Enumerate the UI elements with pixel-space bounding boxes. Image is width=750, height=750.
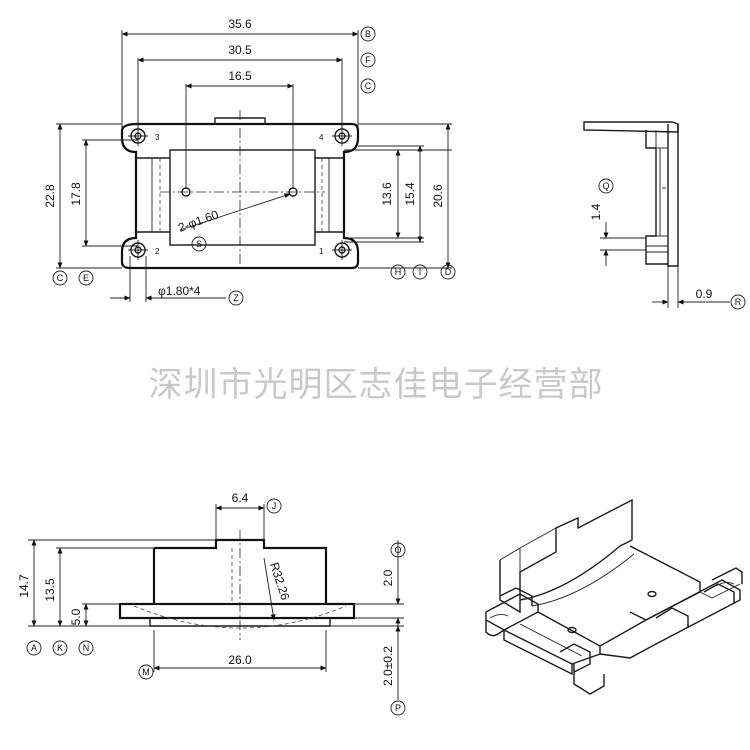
dim-width-outer: 35.6 — [228, 17, 252, 31]
side-view-flange — [583, 121, 679, 133]
bubble-i — [412, 264, 428, 280]
dim-pitch: 1.4 — [589, 203, 603, 220]
pin-number: 3 — [155, 133, 160, 142]
bubble-a — [26, 640, 42, 656]
svg-text:S: S — [196, 239, 202, 249]
iso-front-rail — [503, 628, 573, 676]
dim-width-mid: 30.5 — [228, 43, 252, 57]
side-view-wall — [667, 124, 679, 267]
pin-number: 2 — [155, 247, 160, 256]
bubble-c-top — [360, 78, 376, 94]
bubble-j — [266, 498, 282, 514]
svg-text:I: I — [419, 267, 422, 277]
svg-text:Z: Z — [233, 293, 239, 303]
dim-tab: 6.4 — [232, 491, 249, 505]
front-view-base — [118, 602, 356, 620]
iso-corner-tab — [573, 664, 605, 695]
dim-height-outer: 22.8 — [43, 184, 57, 208]
dim-total-height: 14.7 — [17, 574, 31, 598]
dim-radius: R32.26 — [267, 561, 292, 602]
pin-hole — [332, 240, 352, 260]
dim-base-height: 5.0 — [69, 608, 83, 625]
pin-hole — [332, 126, 352, 146]
dim-height-inner: 17.8 — [69, 182, 83, 206]
dim-right-bottom: 2.0±0.2 — [381, 646, 395, 686]
bubble-o — [390, 542, 406, 558]
bubble-b — [360, 26, 376, 42]
iso-right-rail — [629, 545, 701, 621]
bubble-c-left — [52, 270, 68, 286]
svg-text:Q: Q — [602, 181, 609, 191]
watermark-text: 深圳市光明区志佳电子经营部 — [149, 365, 604, 405]
svg-text:M: M — [142, 667, 150, 677]
bubble-e — [78, 270, 94, 286]
svg-text:H: H — [395, 267, 402, 277]
iso-hole — [567, 626, 577, 634]
hole-callout: 2-φ1.60 — [176, 207, 220, 235]
dim-right-outer: 20.6 — [431, 184, 445, 208]
iso-curved-floor — [519, 545, 621, 601]
iso-hole — [647, 590, 657, 598]
top-view-dimensions: 35.6 30.5 16.5 22.8 17.8 13.6 15.4 20.6 … — [43, 17, 452, 302]
top-view-bubbles: B F C C E S Z H I D — [52, 26, 456, 306]
svg-text:B: B — [365, 29, 371, 39]
svg-text:O: O — [394, 545, 401, 555]
side-view-body — [645, 130, 668, 265]
bubble-k — [52, 640, 68, 656]
pin-number: 1 — [319, 247, 324, 256]
dim-right-top: 2.0 — [381, 569, 395, 586]
dim-body-height: 13.5 — [43, 578, 57, 602]
svg-text:C: C — [57, 273, 64, 283]
svg-text:F: F — [365, 55, 371, 65]
bubble-h — [390, 264, 406, 280]
dim-thickness: 0.9 — [696, 287, 713, 301]
dim-base-width: 26.0 — [228, 653, 252, 667]
bubble-r — [730, 294, 746, 310]
bubble-p — [390, 700, 406, 716]
svg-text:J: J — [272, 501, 277, 511]
iso-corner-tab — [559, 643, 591, 673]
svg-text:C: C — [365, 81, 372, 91]
svg-text:P: P — [395, 703, 401, 713]
bubble-f — [360, 52, 376, 68]
front-view — [118, 530, 356, 640]
bubble-m — [138, 664, 154, 680]
side-view-dimensions: 1.4 Q 0.9 R — [589, 178, 746, 310]
top-view-window — [169, 149, 316, 246]
top-view: 3 4 2 1 — [120, 110, 360, 272]
iso-left-rail — [485, 593, 539, 631]
svg-text:D: D — [445, 267, 452, 277]
pin-number: 4 — [319, 133, 324, 142]
bubble-s — [191, 236, 207, 252]
bubble-z — [228, 290, 244, 306]
side-view — [583, 121, 679, 267]
pin-hole — [128, 126, 148, 146]
dim-right-inner: 13.6 — [380, 182, 394, 206]
isometric-view — [485, 498, 743, 695]
svg-text:N: N — [83, 643, 90, 653]
svg-text:A: A — [31, 643, 37, 653]
bubble-q — [598, 178, 614, 194]
pin-hole — [128, 240, 148, 260]
bubble-d — [440, 264, 456, 280]
svg-text:K: K — [57, 643, 63, 653]
svg-text:R: R — [735, 297, 742, 307]
dim-right-mid: 15.4 — [403, 182, 417, 206]
pin-callout: φ1.80*4 — [158, 284, 201, 298]
front-view-dimensions: 6.4 J 14.7 13.5 5.0 A K N R32.26 26.0 M … — [17, 491, 406, 716]
svg-text:E: E — [83, 273, 89, 283]
top-view-outline — [120, 122, 360, 270]
dim-hole-spacing: 16.5 — [228, 69, 252, 83]
bubble-n — [78, 640, 94, 656]
